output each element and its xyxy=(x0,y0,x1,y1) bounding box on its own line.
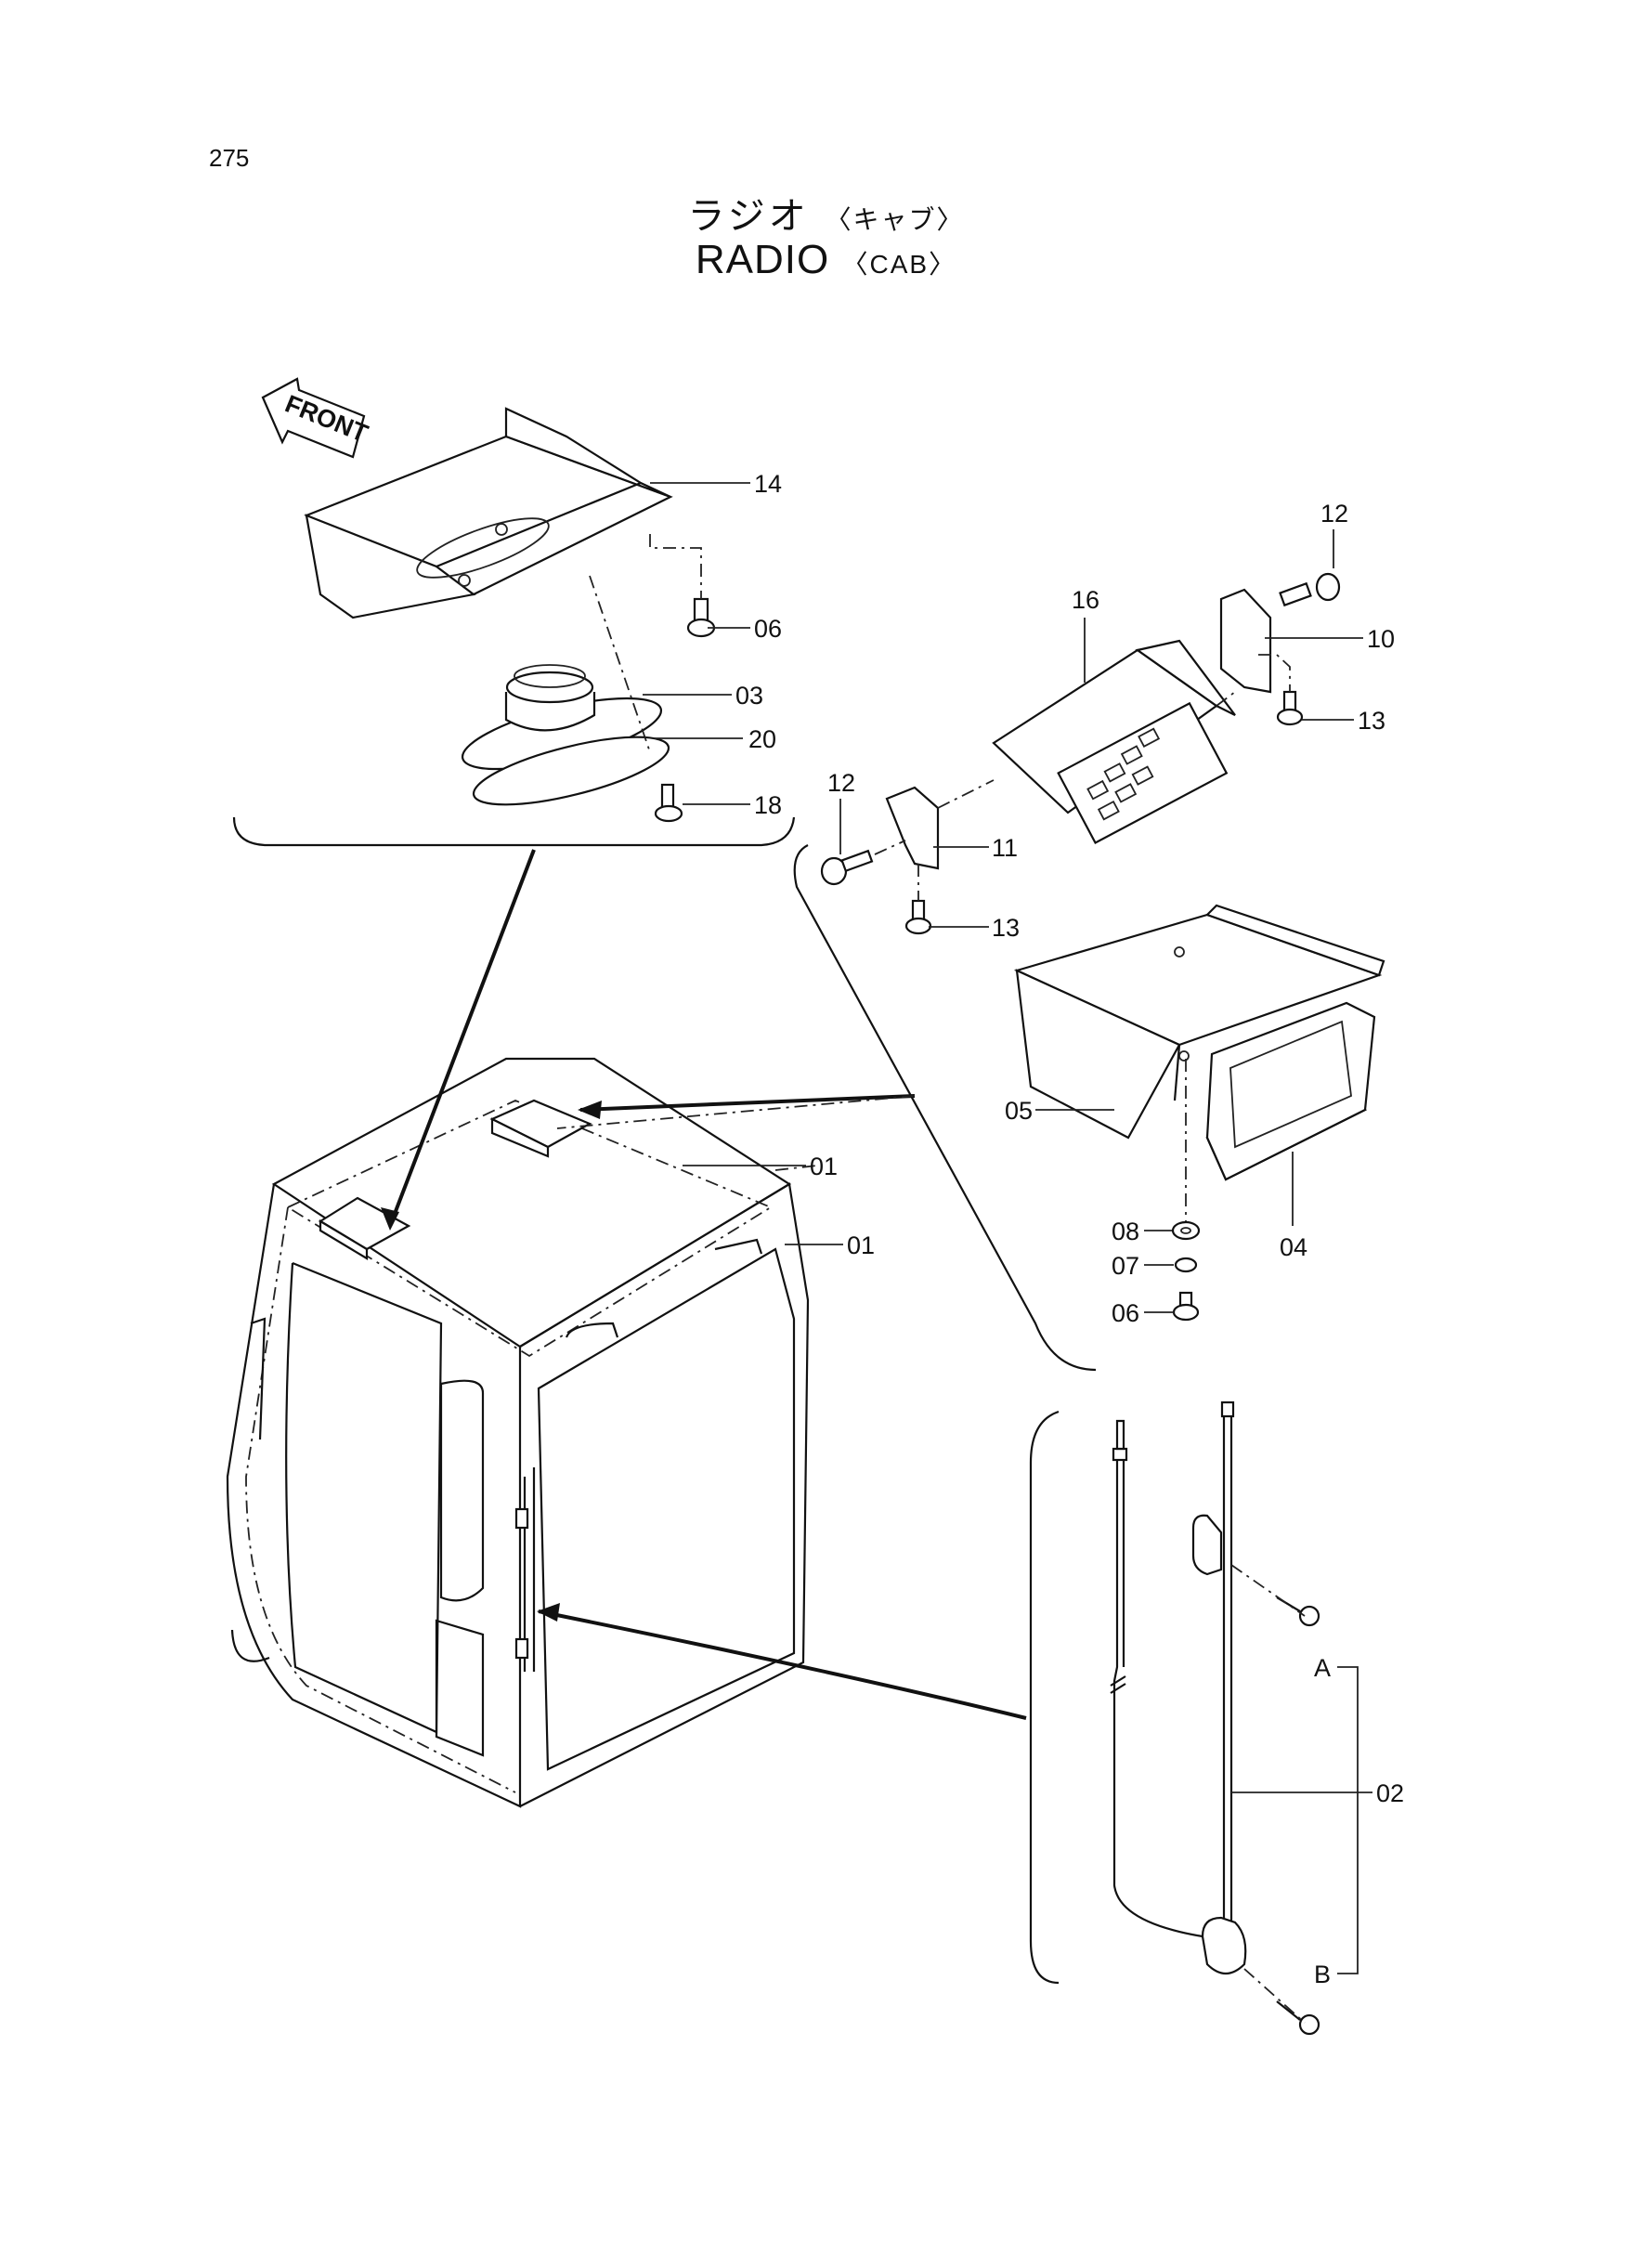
callout-01-upper: 01 xyxy=(810,1153,838,1180)
title-en-sub: 〈CAB〉 xyxy=(841,250,957,279)
bolt-13-lower xyxy=(904,899,932,935)
callout-03: 03 xyxy=(735,682,763,710)
radio-housing-05 xyxy=(1013,904,1385,1140)
screw-a xyxy=(1276,1596,1320,1627)
page-number: 275 xyxy=(209,144,250,172)
bolt-13-upper xyxy=(1276,690,1304,726)
callout-06-lower: 06 xyxy=(1112,1299,1139,1327)
speaker-03 xyxy=(461,664,663,771)
callout-18: 18 xyxy=(754,791,782,819)
leader-arrows xyxy=(381,849,1027,1720)
callout-a: A xyxy=(1314,1654,1331,1682)
callout-13-lower: 13 xyxy=(992,914,1020,942)
callout-02: 02 xyxy=(1376,1779,1404,1807)
front-arrow-icon: FRONT xyxy=(261,377,372,459)
title-english: RADIO 〈CAB〉 xyxy=(0,237,1652,283)
group-outline-radio xyxy=(793,844,1097,1372)
callout-08: 08 xyxy=(1112,1218,1139,1245)
bolt-06-upper xyxy=(686,597,716,638)
callout-06-upper: 06 xyxy=(754,615,782,643)
bracket-10 xyxy=(1219,588,1272,694)
title-japanese: ラジオ 〈キャブ〉 xyxy=(0,186,1652,240)
callout-leaders xyxy=(643,482,1372,1974)
title-en-main: RADIO xyxy=(695,237,830,282)
title-jp-main: ラジオ xyxy=(687,195,810,238)
gasket-20 xyxy=(472,736,670,806)
callout-01-lower: 01 xyxy=(847,1231,875,1259)
callout-11: 11 xyxy=(992,834,1018,862)
callout-b: B xyxy=(1314,1961,1331,1988)
bracket-11 xyxy=(885,786,940,870)
screw-18 xyxy=(654,783,683,823)
screw-b xyxy=(1276,2000,1320,2036)
radio-receiver-16 xyxy=(992,639,1236,845)
cab-body xyxy=(226,1057,810,1808)
callout-20: 20 xyxy=(748,725,776,753)
bezel-04 xyxy=(1205,1001,1376,1181)
callout-12-upper: 12 xyxy=(1320,500,1348,528)
callout-13-upper: 13 xyxy=(1358,707,1385,735)
callout-16: 16 xyxy=(1072,586,1099,614)
bolt-06-lower xyxy=(1172,1291,1200,1322)
washer-08 xyxy=(1171,1220,1201,1241)
lock-washer-07 xyxy=(1174,1257,1198,1273)
callout-14: 14 xyxy=(754,470,782,498)
callout-07: 07 xyxy=(1112,1252,1139,1280)
callout-12-lower: 12 xyxy=(827,769,855,797)
antenna-02 xyxy=(1110,1401,1320,2036)
bolt-12-upper xyxy=(1279,572,1341,607)
speaker-bracket-14 xyxy=(304,407,673,619)
group-outline-speaker xyxy=(232,816,796,847)
group-outline-antenna xyxy=(1029,1410,1060,1985)
callout-05: 05 xyxy=(1005,1097,1033,1125)
bolt-12-lower xyxy=(820,849,874,886)
callout-10: 10 xyxy=(1367,625,1395,653)
callout-04: 04 xyxy=(1280,1233,1307,1261)
title-jp-sub: 〈キャブ〉 xyxy=(825,204,965,235)
